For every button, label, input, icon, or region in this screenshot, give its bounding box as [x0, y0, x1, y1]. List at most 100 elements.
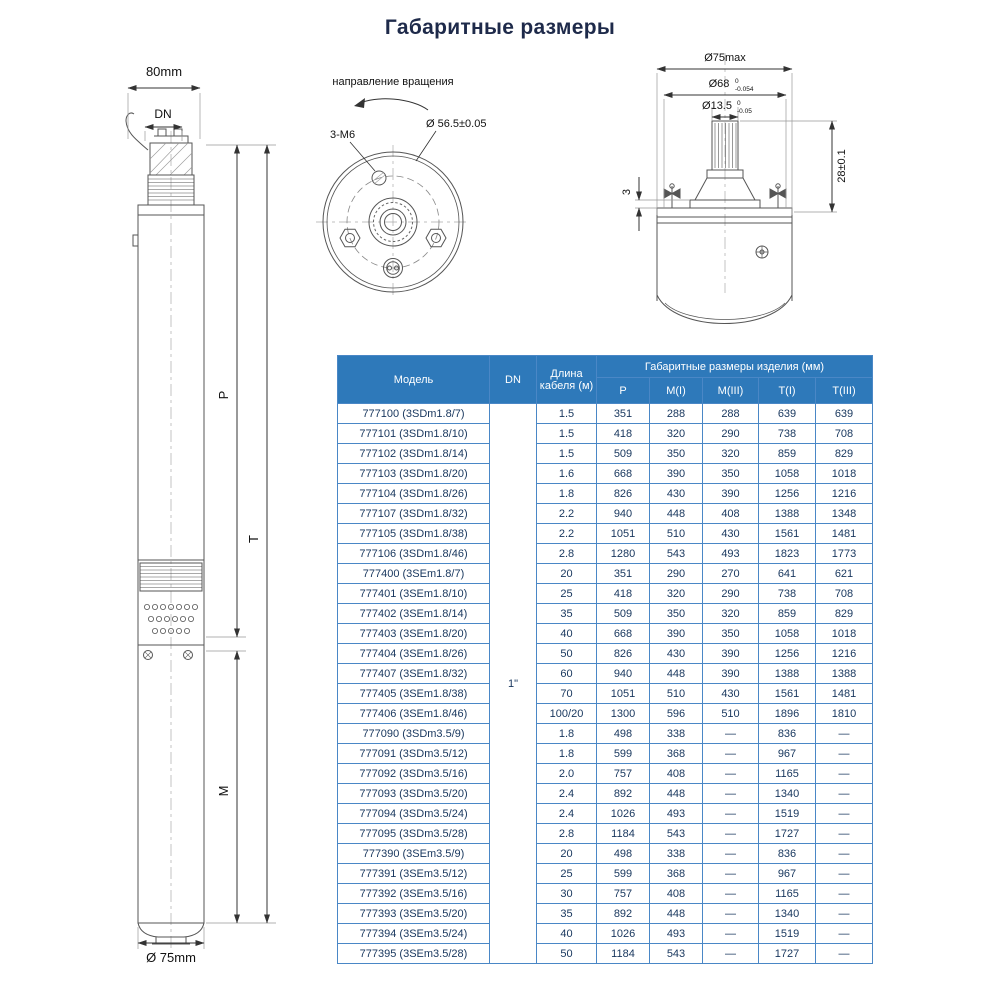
dimension-value-cell: 836: [758, 723, 816, 744]
dimension-value-cell: 967: [758, 863, 816, 884]
dimension-value-cell: —: [702, 903, 759, 924]
model-cell: 777107 (3SDm1.8/32): [337, 503, 490, 524]
cable-length-cell: 25: [536, 583, 597, 604]
cable-length-cell: 2.4: [536, 803, 597, 824]
dimension-value-cell: 829: [815, 443, 873, 464]
dimension-value-cell: —: [815, 883, 873, 904]
dimension-value-cell: —: [815, 923, 873, 944]
dimension-value-cell: 290: [702, 583, 759, 604]
cable-length-cell: 100/20: [536, 703, 597, 724]
col-header-m3: M(III): [702, 377, 759, 404]
cable-length-cell: 50: [536, 943, 597, 964]
dimension-value-cell: 1216: [815, 483, 873, 504]
pump-side-drawing: 80mm DN P T M Ø 75mm: [125, 64, 276, 965]
pump-top-view-drawing: направление вращения 3-М6 Ø 56.5±0.05: [316, 76, 486, 299]
cable-length-cell: 60: [536, 663, 597, 684]
dimension-value-cell: 1018: [815, 463, 873, 484]
dimension-value-cell: 1256: [758, 643, 816, 664]
col-header-m1: M(I): [649, 377, 703, 404]
dimension-value-cell: —: [815, 903, 873, 924]
dimension-value-cell: 599: [596, 743, 650, 764]
cable-length-cell: 35: [536, 903, 597, 924]
dimension-value-cell: 639: [815, 403, 873, 424]
cable-length-cell: 2.2: [536, 503, 597, 524]
dimension-value-cell: 1727: [758, 943, 816, 964]
dim-label-dia68-tol-lower: -0.054: [735, 86, 754, 93]
dimension-value-cell: —: [815, 763, 873, 784]
dimension-value-cell: 290: [649, 563, 703, 584]
cable-length-cell: 1.5: [536, 403, 597, 424]
dimension-value-cell: 826: [596, 483, 650, 504]
dimension-value-cell: 368: [649, 743, 703, 764]
model-cell: 777103 (3SDm1.8/20): [337, 463, 490, 484]
model-cell: 777395 (3SEm3.5/28): [337, 943, 490, 964]
dimension-value-cell: 1810: [815, 703, 873, 724]
dimension-value-cell: 543: [649, 943, 703, 964]
dim-label-dia135: Ø13.5: [702, 100, 732, 112]
cable-length-cell: 2.8: [536, 823, 597, 844]
dimensions-table: Модель DN Длина кабеля (м) Габаритные ра…: [337, 355, 873, 964]
dimension-value-cell: 1300: [596, 703, 650, 724]
dimension-value-cell: 599: [596, 863, 650, 884]
dimension-value-cell: —: [815, 863, 873, 884]
dimension-value-cell: 1340: [758, 903, 816, 924]
dn-merged-cell: 1": [489, 403, 537, 964]
model-cell: 777101 (3SDm1.8/10): [337, 423, 490, 444]
dimension-value-cell: —: [815, 723, 873, 744]
model-cell: 777406 (3SEm1.8/46): [337, 703, 490, 724]
dimension-value-cell: 418: [596, 423, 650, 444]
dimension-value-cell: —: [702, 803, 759, 824]
dim-label-gap3: 3: [621, 189, 633, 195]
dim-label-m: M: [216, 786, 231, 797]
model-cell: 777094 (3SDm3.5/24): [337, 803, 490, 824]
dimension-value-cell: 1026: [596, 803, 650, 824]
dimension-value-cell: 1519: [758, 803, 816, 824]
dimension-value-cell: 1280: [596, 543, 650, 564]
dimension-value-cell: —: [702, 823, 759, 844]
dim-label-height28: 28±0.1: [836, 149, 848, 183]
dimension-value-cell: 836: [758, 843, 816, 864]
dimension-value-cell: 408: [702, 503, 759, 524]
dimension-value-cell: 1773: [815, 543, 873, 564]
model-cell: 777100 (3SDm1.8/7): [337, 403, 490, 424]
dimension-value-cell: —: [702, 723, 759, 744]
dimension-value-cell: 967: [758, 743, 816, 764]
model-cell: 777392 (3SEm3.5/16): [337, 883, 490, 904]
cable-length-cell: 1.6: [536, 463, 597, 484]
dimension-value-cell: 708: [815, 583, 873, 604]
dimension-value-cell: 1058: [758, 623, 816, 644]
dimension-value-cell: 1388: [815, 663, 873, 684]
dimension-value-cell: 940: [596, 663, 650, 684]
dimension-value-cell: 338: [649, 723, 703, 744]
dimension-value-cell: 1896: [758, 703, 816, 724]
dimension-value-cell: 338: [649, 843, 703, 864]
model-cell: 777092 (3SDm3.5/16): [337, 763, 490, 784]
dimension-value-cell: 498: [596, 843, 650, 864]
dim-label-width: 80mm: [146, 64, 182, 79]
dimension-value-cell: 1340: [758, 783, 816, 804]
dimension-value-cell: 543: [649, 823, 703, 844]
dimension-value-cell: 510: [649, 523, 703, 544]
dimension-value-cell: 510: [702, 703, 759, 724]
dimension-value-cell: 1026: [596, 923, 650, 944]
dimension-value-cell: 859: [758, 443, 816, 464]
pump-head-drawing: Ø75max Ø68 0 -0.054 Ø13.5 0 -0.05 28±0.1…: [621, 52, 848, 324]
dimension-value-cell: 430: [649, 483, 703, 504]
dimension-value-cell: —: [702, 783, 759, 804]
dimension-value-cell: —: [702, 843, 759, 864]
dimension-value-cell: 350: [702, 463, 759, 484]
cable-length-cell: 70: [536, 683, 597, 704]
dimension-value-cell: 738: [758, 583, 816, 604]
dimension-value-cell: 350: [649, 603, 703, 624]
model-cell: 777104 (3SDm1.8/26): [337, 483, 490, 504]
